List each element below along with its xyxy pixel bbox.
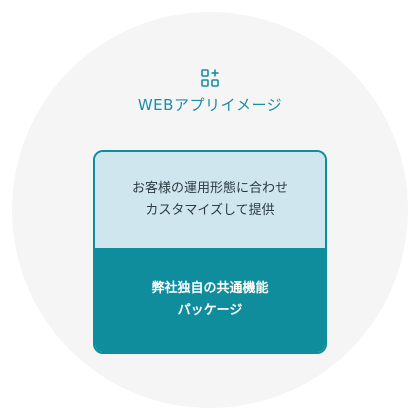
customization-text-line-1: お客様の運用形態に合わせ: [131, 181, 288, 196]
app-structure-card: お客様の運用形態に合わせ カスタマイズして提供 弊社独自の共通機能 パッケージ: [93, 150, 327, 354]
customization-section: お客様の運用形態に合わせ カスタマイズして提供: [95, 152, 325, 248]
common-package-section: 弊社独自の共通機能 パッケージ: [95, 248, 325, 352]
grid-plus-icon: [200, 68, 220, 88]
customization-text-line-2: カスタマイズして提供: [145, 203, 275, 218]
page-title: WEBアプリイメージ: [137, 96, 283, 114]
package-text-line-2: パッケージ: [177, 303, 243, 318]
package-text-line-1: 弊社独自の共通機能: [151, 281, 269, 296]
